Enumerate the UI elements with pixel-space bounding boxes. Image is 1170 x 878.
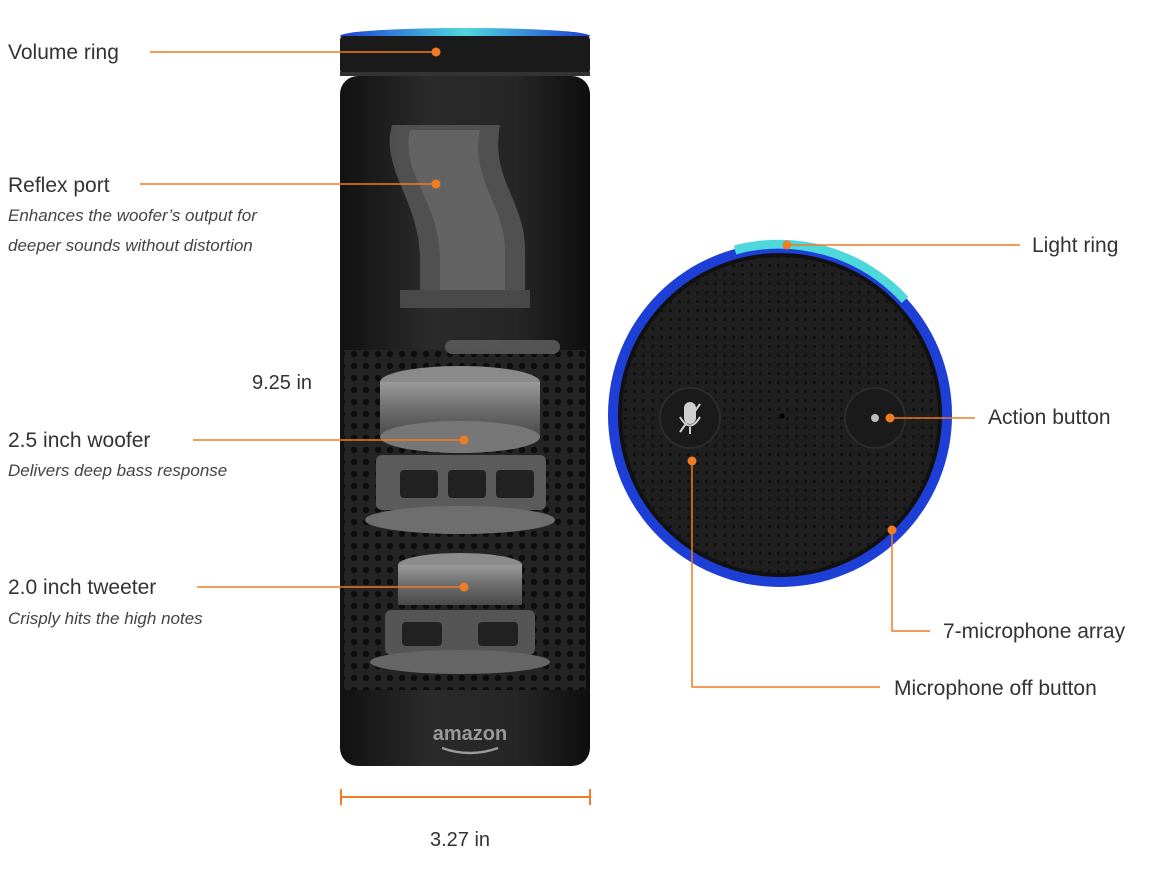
volume-ring-label: Volume ring: [8, 41, 119, 64]
woofer-label: 2.5 inch woofer: [8, 429, 151, 452]
woofer-shape: [365, 366, 555, 534]
callout-leaders: [140, 51, 1020, 688]
reflex-port-shape: [389, 125, 560, 354]
reflex-port-desc-2: deeper sounds without distortion: [8, 236, 253, 255]
mic-off-label: Microphone off button: [894, 677, 1097, 700]
woofer-desc: Delivers deep bass response: [8, 461, 228, 480]
echo-top-view: [608, 239, 952, 587]
mic-array-label: 7-microphone array: [943, 620, 1126, 643]
width-dimension: 3.27 in: [430, 829, 491, 851]
light-ring-label: Light ring: [1032, 234, 1119, 257]
callout-dots: [431, 47, 897, 592]
tweeter-desc: Crisply hits the high notes: [8, 609, 203, 628]
width-dimension-line: [340, 789, 591, 805]
action-button-label: Action button: [988, 406, 1111, 429]
microphone-icon: [679, 402, 701, 434]
tweeter-label: 2.0 inch tweeter: [8, 576, 157, 599]
amazon-logo: amazon: [433, 723, 507, 745]
height-dimension: 9.25 in: [252, 372, 313, 394]
volume-ring-cap: [340, 36, 590, 74]
reflex-port-desc-1: Enhances the woofer’s output for: [8, 206, 257, 225]
reflex-port-label: Reflex port: [8, 174, 110, 197]
echo-speaker: amazon: [340, 28, 590, 766]
